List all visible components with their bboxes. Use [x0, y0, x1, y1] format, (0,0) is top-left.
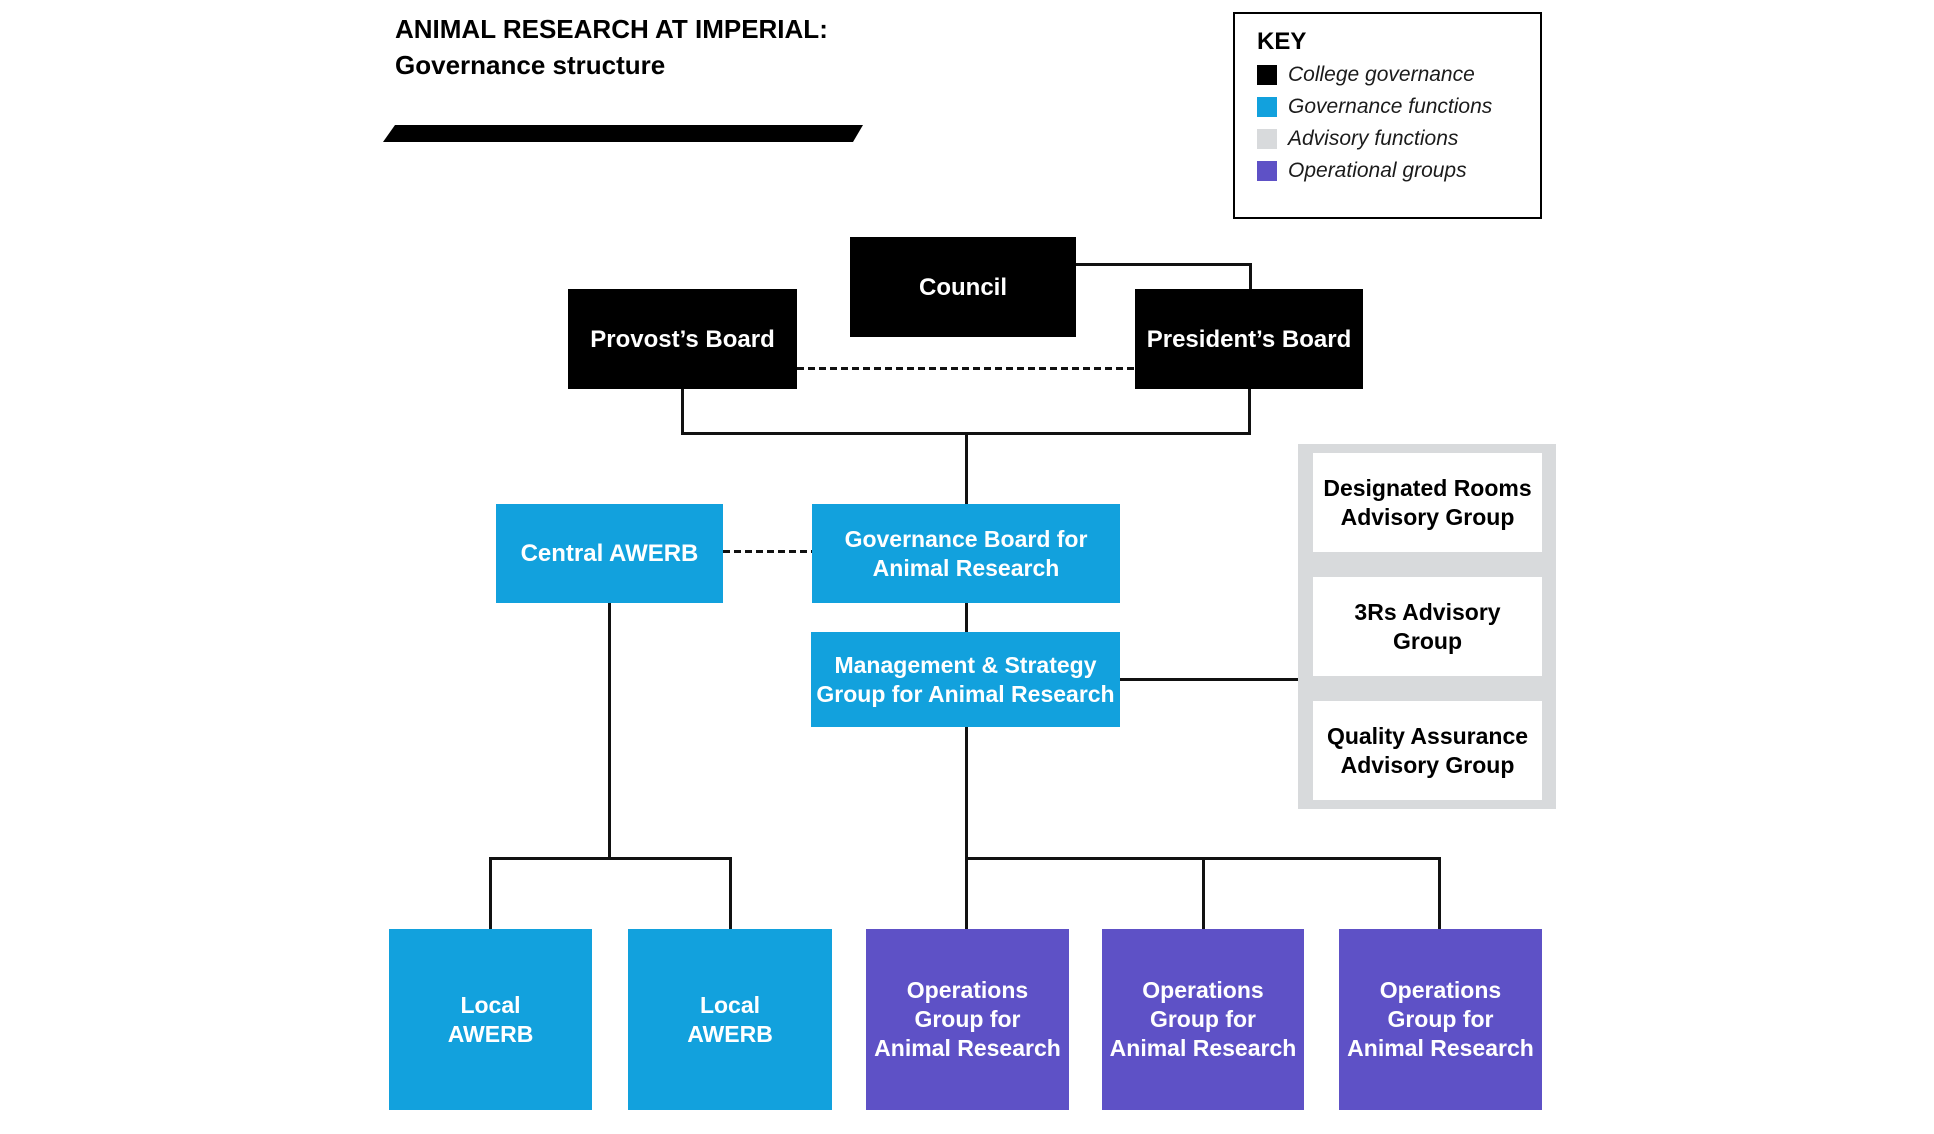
- node-label: Governance Board for Animal Research: [844, 525, 1088, 581]
- legend-item-label: Operational groups: [1288, 158, 1467, 182]
- node-operations-group-3: Operations Group for Animal Research: [1339, 929, 1542, 1110]
- node-label: Central AWERB: [520, 540, 699, 567]
- node-governance-board: Governance Board for Animal Research: [812, 504, 1120, 603]
- node-provost-board: Provost’s Board: [568, 289, 797, 389]
- connector-local-awerb-bracket: [489, 857, 732, 860]
- legend-title: KEY: [1257, 28, 1307, 55]
- title-underline-swoosh: [383, 125, 863, 142]
- college-governance-swatch-icon: [1257, 64, 1277, 85]
- advisory-functions-swatch-icon: [1257, 128, 1277, 149]
- governance-functions-swatch-icon: [1257, 96, 1277, 117]
- legend-item-advisory-functions: Advisory functions: [1257, 126, 1540, 150]
- node-management-strategy-group: Management & Strategy Group for Animal R…: [811, 632, 1120, 727]
- connector-local-awerb-2-drop: [729, 857, 732, 929]
- node-local-awerb-2: Local AWERB: [628, 929, 832, 1110]
- node-quality-assurance-advisory-group: Quality Assurance Advisory Group: [1313, 701, 1542, 800]
- connector-management-to-advisory: [1120, 678, 1298, 681]
- connector-operations-3-drop: [1438, 857, 1441, 929]
- legend-item-operational-groups: Operational groups: [1257, 158, 1540, 182]
- node-label: 3Rs Advisory Group: [1354, 598, 1501, 654]
- connector-president-drop: [1248, 389, 1251, 432]
- legend-item-governance-functions: Governance functions: [1257, 94, 1540, 118]
- node-operations-group-1: Operations Group for Animal Research: [866, 929, 1069, 1110]
- node-label: President’s Board: [1146, 325, 1352, 353]
- node-label: Management & Strategy Group for Animal R…: [816, 651, 1115, 707]
- node-label: Provost’s Board: [590, 325, 775, 353]
- node-label: Council: [919, 273, 1007, 301]
- connector-management-down: [965, 727, 968, 929]
- node-label: Local AWERB: [687, 991, 773, 1047]
- node-label: Local AWERB: [447, 991, 534, 1047]
- legend-item-college-governance: College governance: [1257, 62, 1540, 86]
- node-label: Operations Group for Animal Research: [1109, 977, 1297, 1061]
- connector-dashed-provost-president: [797, 367, 1135, 370]
- connector-governance-to-management: [965, 603, 968, 632]
- operational-groups-swatch-icon: [1257, 160, 1277, 181]
- page-title-line1: ANIMAL RESEARCH AT IMPERIAL:: [395, 14, 828, 44]
- node-3rs-advisory-group: 3Rs Advisory Group: [1313, 577, 1542, 676]
- node-label: Operations Group for Animal Research: [1347, 977, 1534, 1061]
- legend: KEY College governance Governance functi…: [1233, 12, 1542, 219]
- node-label: Designated Rooms Advisory Group: [1323, 474, 1532, 530]
- node-designated-rooms-advisory-group: Designated Rooms Advisory Group: [1313, 453, 1542, 552]
- connector-council-to-president-vertical: [1249, 263, 1252, 289]
- node-label: Quality Assurance Advisory Group: [1326, 722, 1529, 778]
- legend-item-label: Governance functions: [1288, 94, 1493, 118]
- node-operations-group-2: Operations Group for Animal Research: [1102, 929, 1304, 1110]
- page-title-line2: Governance structure: [395, 50, 666, 80]
- connector-boards-to-governance-board: [965, 432, 968, 504]
- advisory-groups-panel: Designated Rooms Advisory Group 3Rs Advi…: [1298, 444, 1556, 809]
- connector-provost-drop: [681, 389, 684, 432]
- node-council: Council: [850, 237, 1076, 337]
- connector-local-awerb-1-drop: [489, 857, 492, 929]
- legend-item-label: College governance: [1288, 62, 1475, 86]
- connector-operations-2-drop: [1202, 857, 1205, 929]
- connector-council-to-president-horizontal: [1076, 263, 1249, 266]
- connector-dashed-awerb-governance-board: [723, 550, 812, 553]
- legend-item-label: Advisory functions: [1288, 126, 1459, 150]
- node-president-board: President’s Board: [1135, 289, 1363, 389]
- node-label: Operations Group for Animal Research: [874, 977, 1061, 1061]
- node-local-awerb-1: Local AWERB: [389, 929, 592, 1110]
- node-central-awerb: Central AWERB: [496, 504, 723, 603]
- connector-central-awerb-down: [608, 603, 611, 857]
